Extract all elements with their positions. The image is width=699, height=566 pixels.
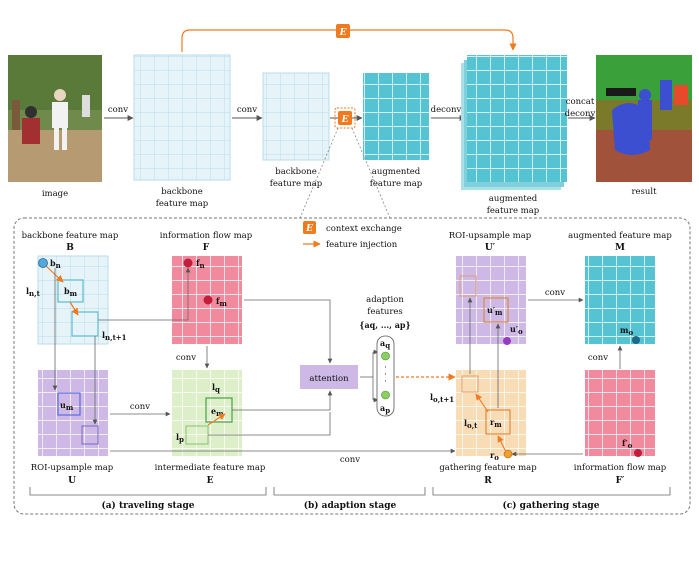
backbone-label-2: feature map <box>156 199 209 209</box>
result-image <box>596 55 692 182</box>
legend-e-badge <box>303 221 316 234</box>
backbone-title: backbone feature map <box>22 231 119 241</box>
aug-label-1: augmented <box>372 167 421 177</box>
input-image <box>8 55 102 182</box>
e-badge-center-border <box>334 107 356 129</box>
roi-symbol: U <box>68 476 76 486</box>
g-uo-label: u′o <box>510 324 523 336</box>
concat-label: concat <box>566 97 595 107</box>
g-info-symbol: F′ <box>616 476 625 486</box>
fm-label: fm <box>216 296 227 308</box>
inter-title: intermediate feature map <box>155 463 266 473</box>
g-conv-up: conv <box>588 353 608 363</box>
attention-label: attention <box>309 374 349 384</box>
g-aug-title: augmented feature map <box>568 231 672 241</box>
conv2-label: conv <box>237 105 257 115</box>
fn-point <box>183 258 193 268</box>
adaption-features-1: adaption <box>366 295 404 305</box>
g-gather-title: gathering feature map <box>439 463 537 473</box>
conv-mid-label: conv <box>130 402 150 412</box>
conv-down-label: conv <box>176 353 196 363</box>
bn-label: bn <box>50 258 61 270</box>
deconv-label: deconv <box>431 105 462 115</box>
adaption-features-2: features <box>367 307 403 317</box>
stage-c-label: (c) gathering stage <box>503 500 600 511</box>
e-badge-center <box>338 111 352 125</box>
um-box <box>57 392 81 416</box>
g-rm-label: rm <box>490 417 502 429</box>
e-badge-top-text: E <box>339 28 347 38</box>
dots-2: · <box>384 370 387 380</box>
lp-label: lp <box>176 432 184 444</box>
attention-box <box>300 365 358 389</box>
lnt-label: ln,t <box>26 286 41 298</box>
g-info-title: information flow map <box>574 463 667 473</box>
e-badge-top <box>336 24 350 38</box>
fm-point <box>203 295 213 305</box>
roi-title: ROI-upsample map <box>31 463 114 473</box>
g-um-box <box>483 297 509 323</box>
stage-b-label: (b) adaption stage <box>304 500 397 511</box>
aq-label: aq <box>380 338 390 350</box>
lnt1-box <box>71 311 99 337</box>
lq-label: lq <box>212 382 220 394</box>
backbone-symbol: B <box>66 243 74 253</box>
dots-1: · <box>384 363 387 373</box>
adaption-features-set: {aq, ..., ap} <box>359 320 410 330</box>
g-conv-right: conv <box>545 288 565 298</box>
g-mo-point <box>632 336 640 344</box>
legend-e-text: E <box>305 224 313 234</box>
deconv2-label: deconv <box>565 109 596 119</box>
aug2-label-1: augmented <box>489 194 538 204</box>
g-mo-label: mo <box>620 325 633 337</box>
g-uo-point <box>503 337 511 345</box>
g-lot-label: lo,t <box>464 418 478 430</box>
stage-a-label: (a) traveling stage <box>101 500 194 511</box>
g-lot1-label: lo,t+1 <box>430 392 454 404</box>
bn-point <box>38 258 48 268</box>
lnt1-label: ln,t+1 <box>102 330 127 342</box>
bracket-a <box>29 487 267 496</box>
ap-point <box>381 390 390 400</box>
e-badge-center-text: E <box>341 115 349 125</box>
g-ro-label: ro <box>490 450 499 462</box>
g-um-label: u′m <box>487 305 503 317</box>
backbone-label-1: backbone <box>161 187 202 197</box>
g-roi-title: ROI-upsample map <box>449 231 532 241</box>
em-label: em <box>211 406 224 418</box>
bm-label: bm <box>64 286 78 298</box>
image-label: image <box>42 189 68 199</box>
g-roi-symbol: U′ <box>485 243 496 253</box>
aug2-label-2: feature map <box>487 206 540 216</box>
um-label: um <box>60 400 74 412</box>
info-symbol: F <box>203 243 210 253</box>
inter-symbol: E <box>207 476 214 486</box>
bracket-c <box>432 487 671 496</box>
result-label: result <box>631 187 657 197</box>
legend-context-exchange: context exchange <box>326 224 402 234</box>
conv1-label: conv <box>108 105 128 115</box>
backbone2-label-2: feature map <box>270 179 323 189</box>
aq-point <box>381 351 390 361</box>
detail-box <box>13 217 691 515</box>
g-rm-box <box>485 409 511 435</box>
legend-feature-injection: feature injection <box>326 240 398 250</box>
backbone2-label-1: backbone <box>275 167 316 177</box>
dots-3: · <box>384 377 387 387</box>
g-fo-label: f′o <box>622 438 633 450</box>
conv-bottom-label: conv <box>340 455 360 465</box>
info-title: information flow map <box>160 231 253 241</box>
fn-label: fn <box>196 258 205 270</box>
g-aug-symbol: M <box>615 243 625 253</box>
g-gather-symbol: R <box>484 476 492 486</box>
bracket-b <box>273 487 426 496</box>
ap-label: ap <box>380 403 390 415</box>
aug-label-2: feature map <box>370 179 423 189</box>
g-fo-point <box>634 449 642 457</box>
